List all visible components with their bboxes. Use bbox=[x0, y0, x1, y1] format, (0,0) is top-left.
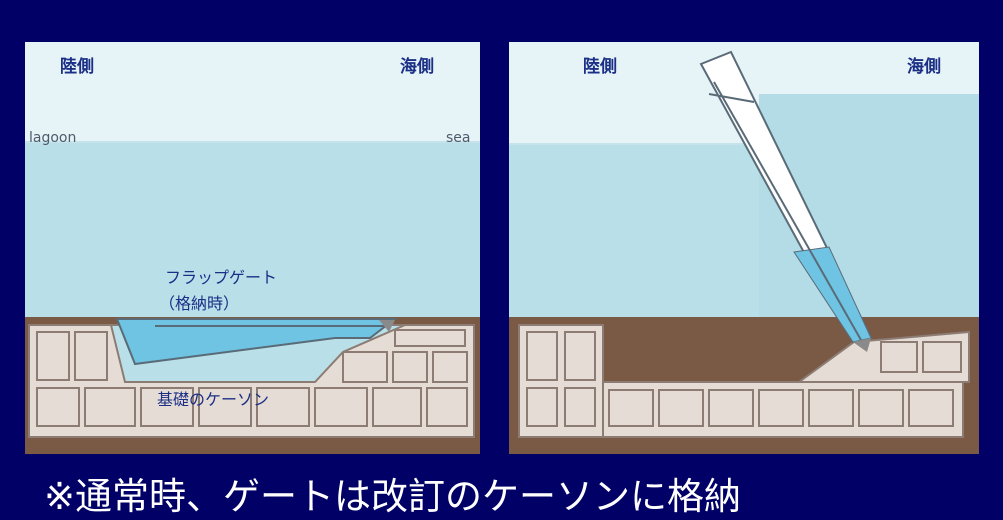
sea-label: sea bbox=[446, 130, 471, 146]
land-side-label: 陸側 bbox=[583, 57, 617, 77]
panel-gate-raised: 陸側 海側 bbox=[509, 42, 979, 454]
flap-gate-stored-label: （格納時） bbox=[159, 294, 240, 313]
gate-hinge bbox=[853, 338, 871, 352]
sky-area bbox=[25, 42, 480, 142]
gate-brace bbox=[708, 93, 755, 103]
lagoon-label: lagoon bbox=[29, 130, 77, 146]
sea-side-label: 海側 bbox=[907, 57, 941, 77]
flap-gate-label: フラップゲート bbox=[165, 268, 278, 287]
gate-stored-diagram bbox=[25, 42, 480, 454]
panel-gate-stored: 陸側 海側 lagoon sea フラップゲート （格納時） 基礎のケーソン bbox=[25, 42, 480, 454]
caption: ※通常時、ゲートは改訂のケーソンに格納 bbox=[44, 475, 742, 518]
sea-side-label: 海側 bbox=[400, 57, 434, 77]
foundation-caisson bbox=[518, 324, 970, 438]
gate-hinge bbox=[379, 320, 395, 332]
sky-lagoon bbox=[509, 94, 759, 144]
caisson-label: 基礎のケーソン bbox=[157, 390, 270, 409]
land-side-label: 陸側 bbox=[60, 57, 94, 77]
gate-rib bbox=[713, 81, 862, 341]
flap-gate-stored bbox=[115, 318, 398, 366]
gate-raised-diagram bbox=[509, 42, 979, 454]
